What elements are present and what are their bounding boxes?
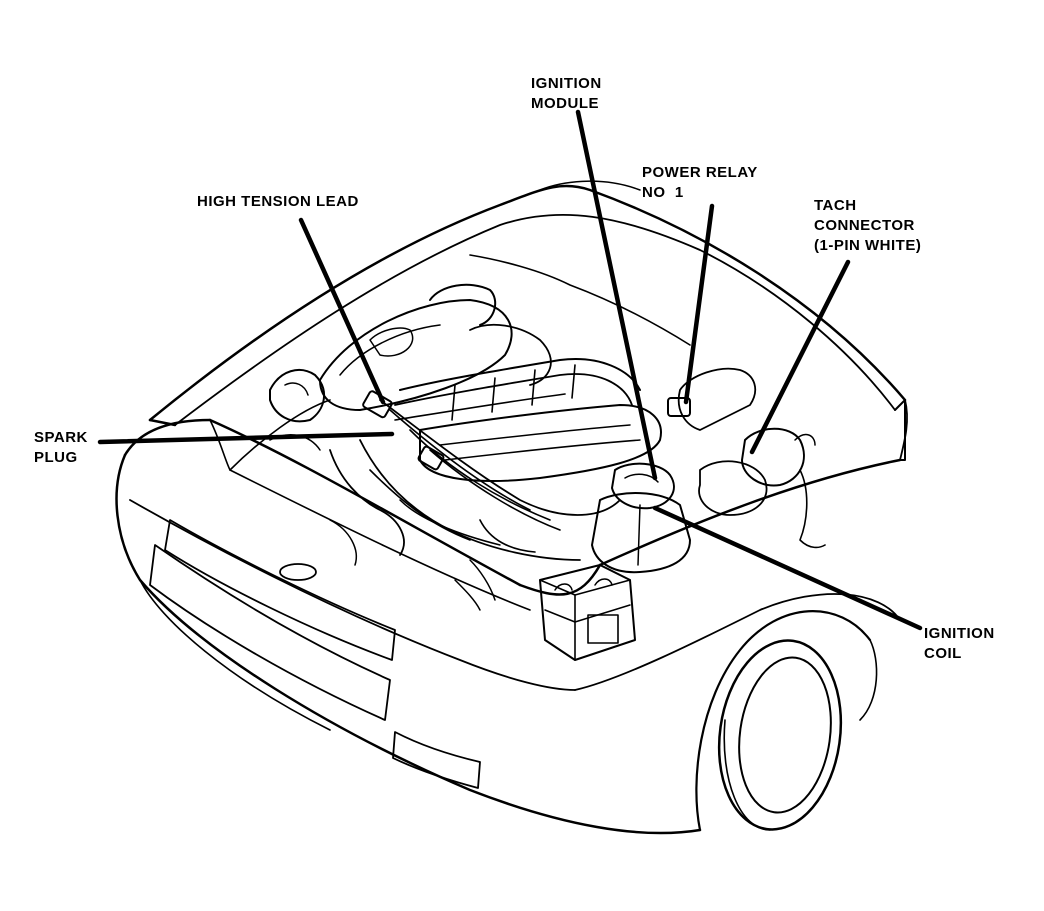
callout-spark-plug-line1: SPARK — [34, 429, 88, 446]
callout-ignition-coil: IGNITION COIL — [924, 624, 995, 664]
leader-ignition-module — [575, 109, 658, 481]
leader-high-tension-lead — [298, 217, 386, 405]
callout-tach-connector-line3: (1-PIN WHITE) — [814, 237, 922, 254]
leader-power-relay — [683, 203, 715, 405]
leader-spark-plug — [97, 431, 395, 445]
callout-tach-connector: TACH CONNECTOR (1-PIN WHITE) — [814, 196, 921, 256]
callout-power-relay: POWER RELAY NO 1 — [642, 163, 758, 203]
callout-spark-plug: SPARK PLUG — [34, 428, 88, 468]
callout-ignition-module-line2: MODULE — [531, 95, 599, 112]
callout-high-tension-lead: HIGH TENSION LEAD — [197, 192, 359, 212]
callout-ignition-coil-line2: COIL — [924, 645, 962, 662]
callout-ignition-coil-line1: IGNITION — [924, 625, 995, 642]
callout-power-relay-line1: POWER RELAY — [642, 164, 758, 181]
callout-ignition-module: IGNITION MODULE — [531, 74, 602, 114]
callout-high-tension-lead-line1: HIGH TENSION LEAD — [197, 193, 359, 210]
callout-tach-connector-line2: CONNECTOR — [814, 217, 915, 234]
leader-lines — [97, 109, 923, 631]
car-body — [115, 180, 908, 835]
callout-spark-plug-line2: PLUG — [34, 449, 78, 466]
leader-ignition-coil — [652, 505, 923, 631]
engine-components — [229, 254, 826, 661]
leader-tach-connector — [749, 259, 851, 455]
callout-power-relay-line2: NO 1 — [642, 184, 684, 201]
callout-ignition-module-line1: IGNITION — [531, 75, 602, 92]
callout-tach-connector-line1: TACH — [814, 197, 857, 214]
